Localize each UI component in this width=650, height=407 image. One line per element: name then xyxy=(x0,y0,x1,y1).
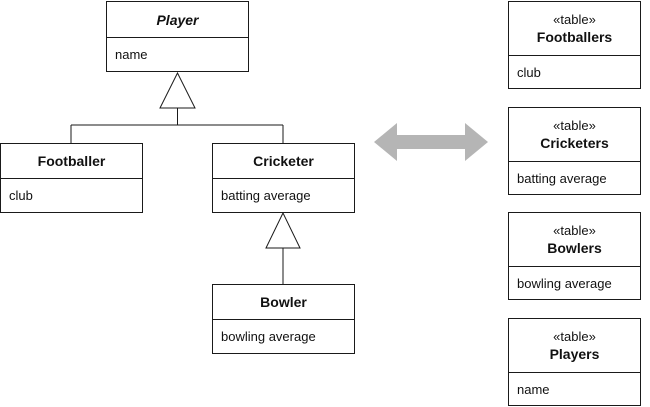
class-footballer-attributes: club xyxy=(1,179,142,212)
table-players-name: Players xyxy=(549,346,600,362)
class-bowler-name: Bowler xyxy=(260,294,307,310)
class-cricketer-name: Cricketer xyxy=(253,153,314,169)
table-footballers-header: «table» Footballers xyxy=(509,2,640,56)
class-player-attribute: name xyxy=(115,47,148,62)
generalization-player xyxy=(70,71,284,143)
table-footballers-column: club xyxy=(517,64,541,80)
table-cricketers-stereotype: «table» xyxy=(553,118,596,133)
table-players[interactable]: «table» Players name xyxy=(508,318,641,406)
inheritance-triangle-cricketer xyxy=(265,211,301,249)
class-cricketer-header: Cricketer xyxy=(213,144,354,179)
class-footballer-name: Footballer xyxy=(37,153,106,169)
table-bowlers-columns: bowling average xyxy=(509,267,640,299)
table-bowlers[interactable]: «table» Bowlers bowling average xyxy=(508,212,641,300)
class-cricketer-attributes: batting average xyxy=(213,179,354,212)
class-player[interactable]: Player name xyxy=(106,1,249,72)
mapping-double-arrow xyxy=(374,123,488,161)
table-cricketers-columns: batting average xyxy=(509,162,640,194)
table-cricketers-header: «table» Cricketers xyxy=(509,108,640,162)
class-cricketer-attribute: batting average xyxy=(221,188,311,203)
class-bowler[interactable]: Bowler bowling average xyxy=(212,284,355,354)
table-footballers-columns: club xyxy=(509,56,640,88)
table-footballers-name: Footballers xyxy=(536,29,613,45)
table-bowlers-stereotype: «table» xyxy=(553,223,596,238)
table-players-stereotype: «table» xyxy=(553,329,596,344)
class-player-attributes: name xyxy=(107,38,248,71)
table-players-header: «table» Players xyxy=(509,319,640,373)
class-cricketer[interactable]: Cricketer batting average xyxy=(212,143,355,213)
table-cricketers-column: batting average xyxy=(517,170,607,186)
class-bowler-header: Bowler xyxy=(213,285,354,320)
table-players-columns: name xyxy=(509,373,640,405)
table-bowlers-name: Bowlers xyxy=(547,240,602,256)
class-footballer-attribute: club xyxy=(9,188,33,203)
table-footballers-stereotype: «table» xyxy=(553,12,596,27)
class-footballer-header: Footballer xyxy=(1,144,142,179)
table-bowlers-header: «table» Bowlers xyxy=(509,213,640,267)
table-cricketers-name: Cricketers xyxy=(540,135,609,151)
class-bowler-attribute: bowling average xyxy=(221,329,316,344)
class-player-header: Player xyxy=(107,2,248,38)
class-footballer[interactable]: Footballer club xyxy=(0,143,143,213)
table-players-column: name xyxy=(517,381,550,397)
class-bowler-attributes: bowling average xyxy=(213,320,354,353)
table-cricketers[interactable]: «table» Cricketers batting average xyxy=(508,107,641,195)
inheritance-triangle-player xyxy=(159,71,196,109)
table-footballers[interactable]: «table» Footballers club xyxy=(508,1,641,89)
table-bowlers-column: bowling average xyxy=(517,275,612,291)
generalization-cricketer xyxy=(265,211,301,284)
class-player-name: Player xyxy=(156,11,199,28)
